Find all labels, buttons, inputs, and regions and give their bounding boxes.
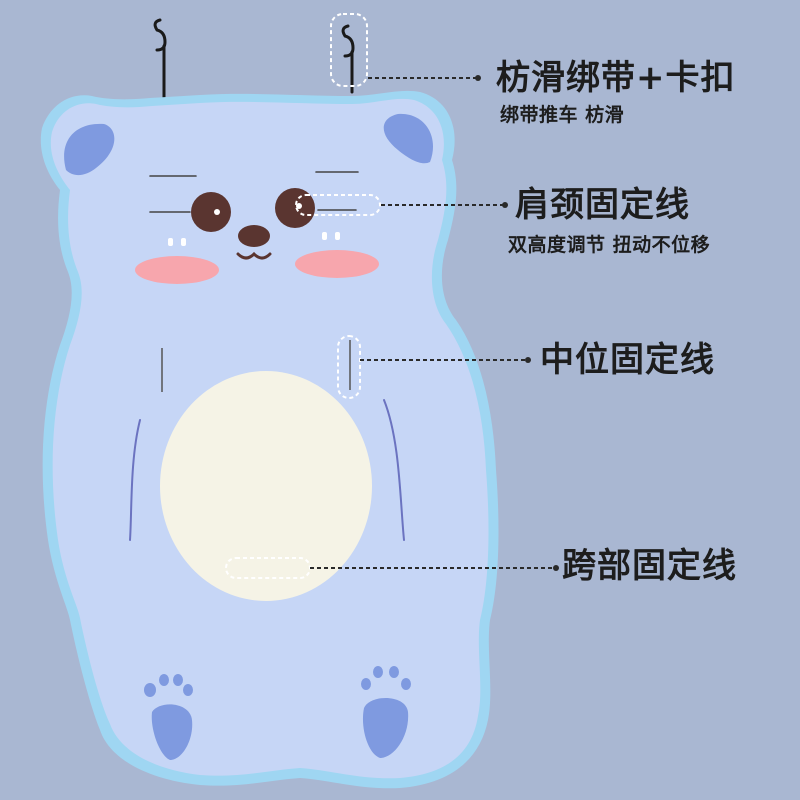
right-cheek bbox=[295, 250, 379, 278]
callout-middle-title: 中位固定线 bbox=[540, 340, 715, 380]
right-eye-glint bbox=[296, 203, 302, 209]
right-eye bbox=[275, 188, 315, 228]
side-stitches bbox=[161, 340, 351, 392]
left-cheek bbox=[135, 256, 219, 284]
right-ear bbox=[383, 113, 434, 164]
hanging-hooks bbox=[153, 18, 355, 102]
callout-strap-title: 枋滑绑带+卡扣 bbox=[496, 58, 736, 98]
mouth bbox=[236, 251, 272, 260]
nose bbox=[238, 225, 270, 247]
bear-mat bbox=[40, 90, 499, 789]
right-paw bbox=[361, 666, 411, 758]
left-paw bbox=[144, 674, 193, 760]
arm-lines bbox=[129, 399, 405, 541]
left-eye bbox=[191, 192, 231, 232]
callout-shoulder-title: 肩颈固定线 bbox=[515, 185, 690, 225]
callout-shoulder-subtitle: 双高度调节 扭动不位移 bbox=[508, 234, 711, 256]
face-stitches bbox=[149, 171, 359, 213]
left-eye-glint bbox=[214, 209, 220, 215]
callout-dots bbox=[475, 75, 559, 571]
callout-leaders bbox=[310, 77, 556, 569]
left-ear bbox=[64, 123, 115, 176]
belly bbox=[160, 371, 372, 601]
callout-strap-subtitle: 绑带推车 枋滑 bbox=[500, 104, 625, 126]
callout-crotch-title: 跨部固定线 bbox=[562, 546, 737, 586]
blush-dots bbox=[168, 232, 340, 246]
